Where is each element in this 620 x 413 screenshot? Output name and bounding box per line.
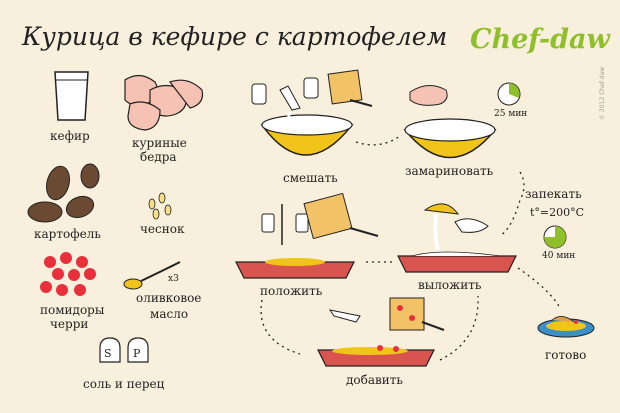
step-pour: выложить: [418, 278, 482, 292]
brand-logo: Chef-daw: [470, 24, 612, 55]
baking-tray-icon: [397, 203, 517, 273]
step-marinate: замариновать: [405, 164, 494, 178]
salt-pepper-shakers-icon: S P: [99, 337, 149, 363]
ingredient-kefir: кефир: [50, 129, 90, 143]
oil-spoon-count: x3: [168, 274, 179, 284]
step-mix: смешать: [283, 171, 338, 185]
ingredient-chicken-line1: куриные: [132, 136, 187, 150]
step-add: добавить: [346, 373, 403, 387]
kefir-glass-icon: [54, 71, 89, 121]
ingredient-tomato-line1: помидоры: [40, 303, 105, 317]
ingredient-chicken-line2: бедра: [140, 150, 177, 164]
ingredient-oil-line1: оливковое: [136, 291, 201, 305]
ingredient-oil-line2: масло: [150, 307, 188, 321]
page-title: Курица в кефире с картофелем: [21, 22, 447, 51]
ingredient-tomato-line2: черри: [50, 317, 88, 331]
timer-icon: [543, 225, 567, 249]
bake-time: 40 мин: [542, 251, 575, 261]
svg-text:S: S: [104, 347, 112, 360]
baking-tray-icon: [317, 297, 445, 367]
svg-text:P: P: [133, 347, 141, 360]
step-bake: запекать: [525, 187, 582, 201]
cherry-tomatoes-icon: [40, 252, 96, 296]
plate-icon: [537, 316, 595, 338]
timer-icon: [497, 82, 521, 106]
chicken-thighs-icon: [124, 74, 204, 131]
bake-temperature: t°=200°C: [530, 206, 584, 219]
flow-arrows: [260, 135, 561, 361]
ingredient-garlic: чеснок: [140, 222, 185, 236]
marinate-time: 25 мин: [494, 109, 527, 119]
ingredient-salt-pepper: соль и перец: [83, 377, 165, 391]
marinating-bowl-icon: [403, 85, 497, 159]
mixing-bowl-icon: [251, 69, 373, 156]
step-place: положить: [260, 284, 323, 298]
ingredient-potato: картофель: [34, 227, 101, 241]
garlic-icon: [148, 192, 172, 220]
step-done: готово: [545, 348, 586, 362]
baking-tray-icon: [235, 192, 379, 279]
potatoes-icon: [27, 163, 100, 223]
olive-oil-spoon-icon: [123, 261, 181, 290]
copyright-note: © 2012 Chef-daw: [599, 67, 606, 120]
